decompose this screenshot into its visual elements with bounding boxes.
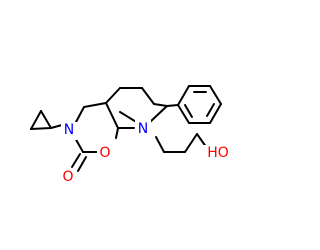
atom-o-ring: O <box>97 145 113 163</box>
atom-o-carbonyl: O <box>59 168 75 185</box>
phenyl-ring <box>177 85 222 124</box>
oxazinanone-ring <box>73 102 119 153</box>
bond <box>105 102 119 129</box>
bond <box>115 127 119 139</box>
bond <box>209 103 222 124</box>
atom-n-right: N <box>135 120 151 138</box>
bond <box>30 110 42 130</box>
bond <box>30 127 52 130</box>
bond <box>75 106 85 123</box>
atom-label: O <box>99 145 110 161</box>
bond <box>206 103 215 117</box>
bond <box>184 104 193 118</box>
atom-n-left: N <box>61 122 77 140</box>
cyclopropyl-ring <box>30 110 52 130</box>
atom-hydroxyl: HO <box>203 145 232 163</box>
atom-label: O <box>62 169 73 185</box>
bond <box>155 136 165 153</box>
atom-label: N <box>64 122 74 138</box>
bond <box>40 110 52 129</box>
bond <box>166 104 179 107</box>
bond <box>77 156 87 172</box>
atom-label: HO <box>207 145 229 161</box>
bond <box>177 85 190 106</box>
atom-label: N <box>138 121 148 137</box>
bond <box>105 87 121 104</box>
bond <box>149 105 168 123</box>
molecule-structure: N O O N HO <box>30 85 232 185</box>
bond <box>209 85 222 105</box>
bond <box>50 124 63 129</box>
bond <box>71 153 81 168</box>
bond <box>83 102 107 108</box>
bond <box>184 133 198 153</box>
azabicyclo-bridge <box>105 87 168 129</box>
bond <box>153 103 168 107</box>
bond <box>141 87 155 105</box>
hydroxyethyl-chain <box>155 133 210 153</box>
bond <box>177 104 190 124</box>
carbonyl-double-bond <box>71 153 87 172</box>
